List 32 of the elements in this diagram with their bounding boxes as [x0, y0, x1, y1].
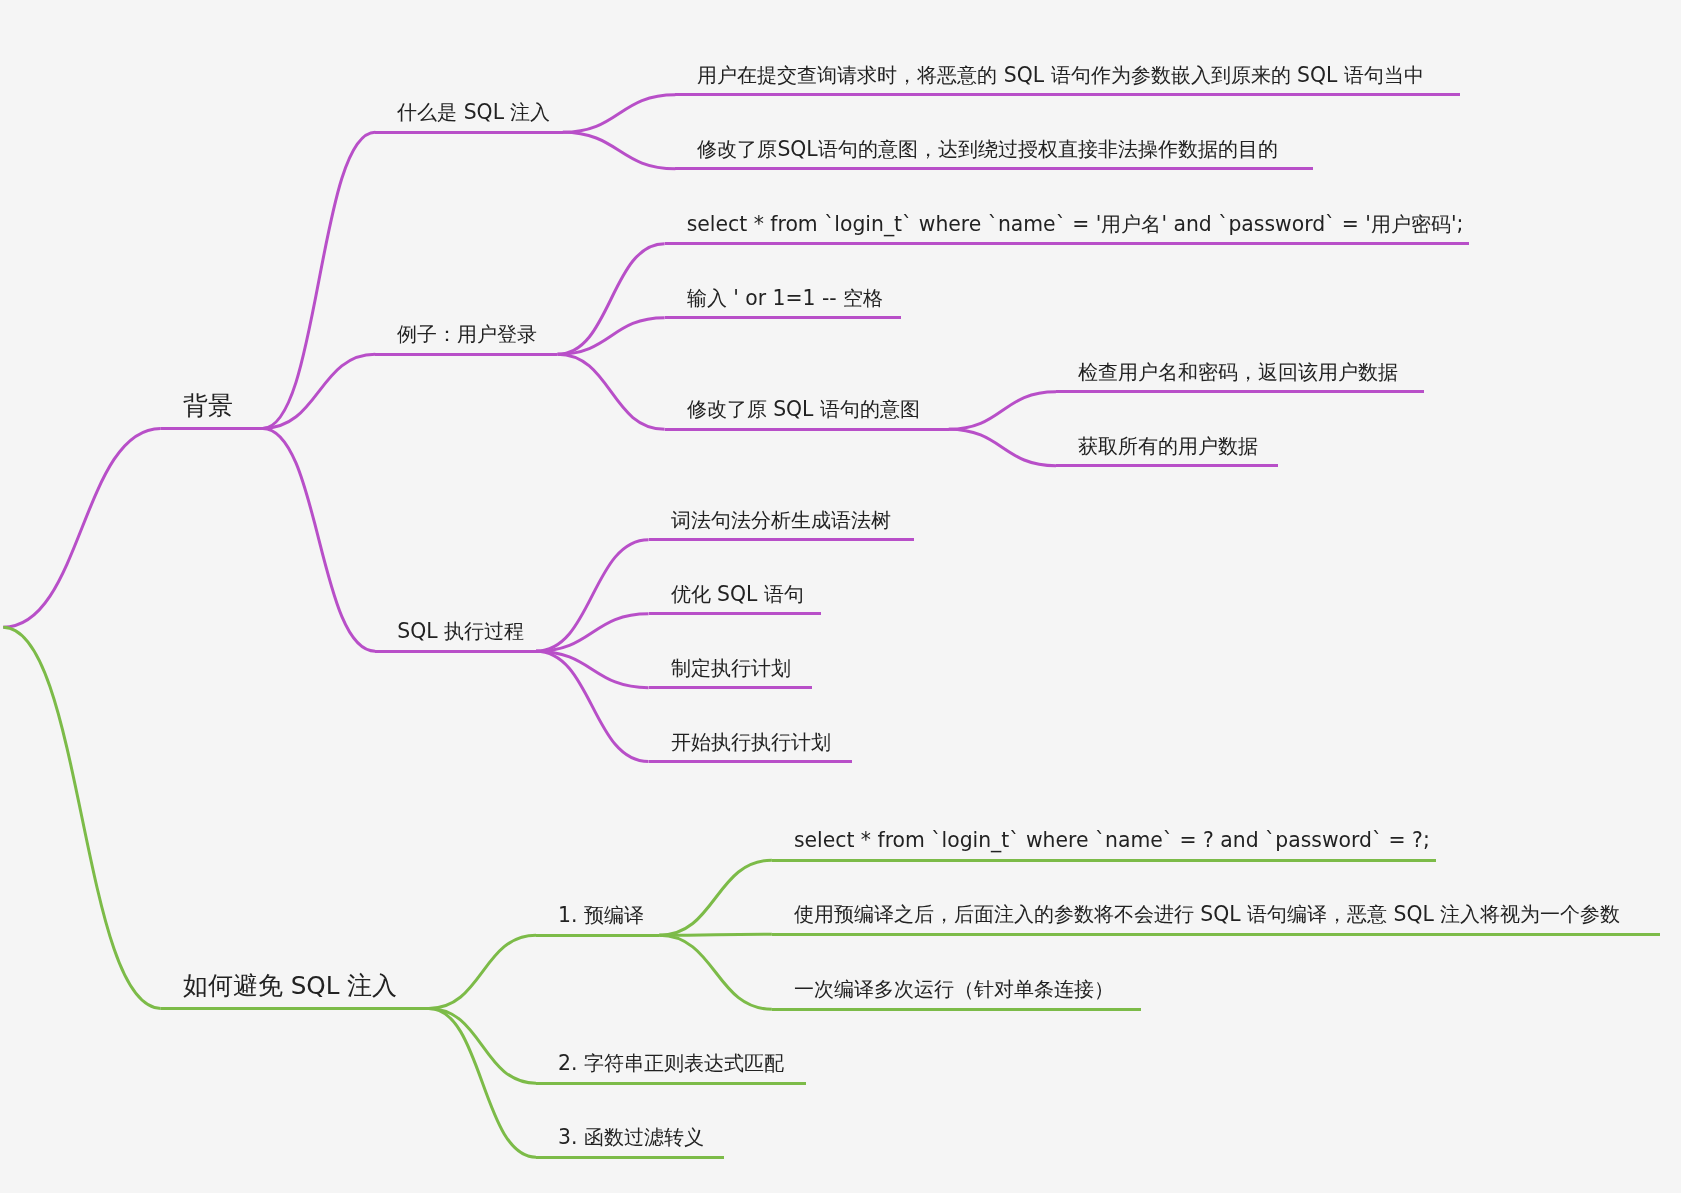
topic-label: 背景 — [160, 391, 263, 430]
topic-label: select * from `login_t` where `name` = ? and `password` = ?; — [771, 828, 1436, 862]
branch-line — [562, 130, 676, 171]
topic-label: 输入 ' or 1=1 -- 空格 — [664, 285, 901, 320]
topic-label: 2. 字符串正则表达式匹配 — [536, 1051, 807, 1085]
branch-line — [2, 426, 162, 629]
topic-label: 什么是 SQL 注入 — [375, 100, 563, 134]
branch-line — [557, 352, 665, 431]
topic-label: 例子：用户登录 — [375, 322, 558, 356]
branch-line — [262, 130, 376, 430]
topic-label: SQL 执行过程 — [375, 619, 536, 653]
topic-label: 获取所有的用户数据 — [1056, 433, 1278, 468]
topic-label: 一次编译多次运行（针对单条连接） — [771, 977, 1141, 1011]
topic-label: 制定执行计划 — [648, 655, 812, 690]
topic-label: 检查用户名和密码，返回该用户数据 — [1056, 359, 1424, 394]
branch-line — [659, 933, 773, 1011]
topic-label: select * from `login_t` where `name` = '用户名' and `password` = '用户密码'; — [664, 211, 1470, 246]
branch-line — [428, 1006, 537, 1159]
branch-line — [262, 426, 376, 653]
topic-label: 1. 预编译 — [536, 903, 660, 937]
topic-label: 如何避免 SQL 注入 — [160, 971, 429, 1010]
topic-label: 使用预编译之后，后面注入的参数将不会进行 SQL 语句编译，恶意 SQL 注入将视为一个参数 — [771, 902, 1660, 936]
topic-label: 修改了原 SQL 语句的意图 — [664, 397, 949, 431]
branch-line — [948, 427, 1057, 468]
topic-label: 优化 SQL 语句 — [648, 581, 822, 616]
topic-label: 修改了原SQL语句的意图，达到绕过授权直接非法操作数据的目的 — [675, 136, 1314, 171]
branch-line — [535, 649, 649, 764]
topic-label: 用户在提交查询请求时，将恶意的 SQL 语句作为参数嵌入到原来的 SQL 语句当中 — [675, 62, 1461, 97]
branch-line — [2, 625, 162, 1010]
topic-label: 3. 函数过滤转义 — [536, 1125, 724, 1159]
topic-label: 词法句法分析生成语法树 — [648, 507, 915, 542]
topic-label: 开始执行执行计划 — [648, 729, 853, 764]
